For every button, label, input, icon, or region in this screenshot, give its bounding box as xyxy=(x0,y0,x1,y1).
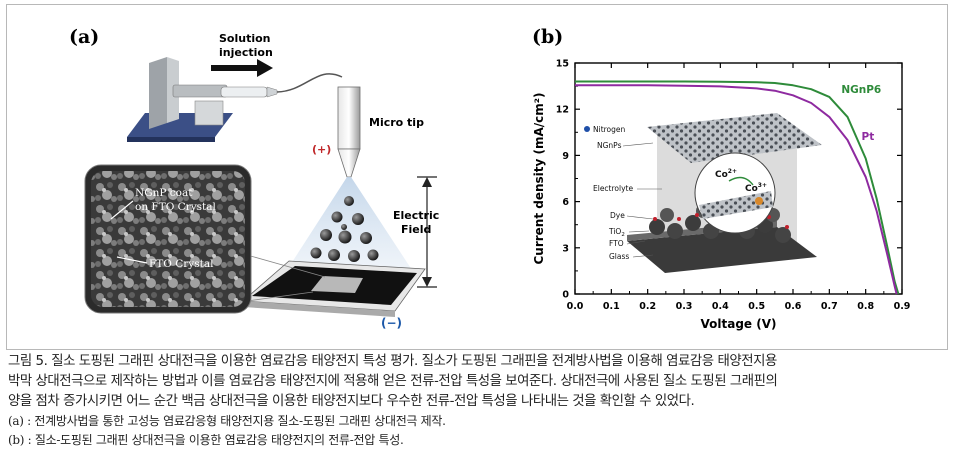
y-tick-label: 12 xyxy=(556,105,569,116)
inset-electrolyte-label: Electrolyte xyxy=(593,184,633,193)
solution-injection-label-2: injection xyxy=(219,46,273,59)
x-tick-label: 0.6 xyxy=(785,301,802,312)
inset-co2-label: Co2+ xyxy=(715,168,737,180)
substrate xyxy=(242,260,426,317)
series-label-ngnp6: NGnP6 xyxy=(841,84,881,96)
inset-glass-line xyxy=(632,254,654,258)
injection-arrow-head xyxy=(257,59,273,77)
series-label-pt: Pt xyxy=(862,131,875,143)
inset-fto-label: FTO xyxy=(609,239,624,248)
caption-line-1: 그림 5. 질소 도핑된 그래핀 상대전극을 이용한 염료감응 태양전지 특성 … xyxy=(8,354,777,369)
y-tick-label: 9 xyxy=(562,151,569,162)
electric-field-arrow-bottom xyxy=(422,277,432,287)
figure-caption: 그림 5. 질소 도핑된 그래핀 상대전극을 이용한 염료감응 태양전지 특성 … xyxy=(8,352,950,450)
y-tick-label: 15 xyxy=(556,59,569,70)
panel-b-iv-chart: (b) Nitrogen xyxy=(532,26,910,332)
electric-field-arrow-top xyxy=(422,177,432,187)
inset-ngnps-line xyxy=(622,142,654,147)
inset-fto-line xyxy=(626,240,646,245)
y-tick-label: 0 xyxy=(562,290,569,301)
series-line-pt xyxy=(575,84,898,295)
x-tick-label: 0.4 xyxy=(712,301,729,312)
electric-field-label: Electric xyxy=(393,209,439,222)
inset-tio2-label: TiO2 xyxy=(608,227,625,238)
y-tick-label: 3 xyxy=(562,243,569,254)
x-axis-label: Voltage (V) xyxy=(701,317,777,331)
injection-arrow-shaft xyxy=(211,65,257,71)
caption-line-2: 박막 상대전극으로 제작하는 방법과 이를 염료감응 태양전지에 적용해 얻은 … xyxy=(8,374,778,389)
caption-sub-a: (a) : 전계방사법을 통한 고성능 염료감응형 태양전지용 질소-도핑된 그… xyxy=(8,414,446,428)
electric-field-label-2: Field xyxy=(401,223,431,236)
positive-electrode-label: (+) xyxy=(312,143,331,156)
chart-layer: 0.0 0.1 0.2 0.3 0.4 0.5 0.6 0.7 0.8 0.9 0 3 6 9 12 15Vo… xyxy=(532,59,910,332)
x-tick-label: 0.3 xyxy=(676,301,693,312)
inset-connector-2 xyxy=(246,291,314,302)
inset-connector-1 xyxy=(246,254,326,278)
x-tick-label: 0.8 xyxy=(857,301,874,312)
inset-dye-label: Dye xyxy=(610,211,625,220)
negative-electrode-label: (−) xyxy=(381,316,402,330)
panel-b-label: (b) xyxy=(532,26,563,48)
inset-nitrogen-label: Nitrogen xyxy=(593,125,626,134)
syringe-pump xyxy=(127,57,278,142)
inset-ngnps-label: NGnPs xyxy=(597,141,622,150)
y-axis-label: Current density (mA/cm²) xyxy=(532,92,546,264)
x-tick-label: 0.1 xyxy=(603,301,620,312)
droplets xyxy=(310,196,379,262)
feed-tube xyxy=(276,73,343,93)
ngnp-coat-label-2: on FTO Crystal xyxy=(135,201,217,213)
caption-sub-b: (b) : 질소-도핑된 그래핀 상대전극을 이용한 염료감응 태양전지의 전류… xyxy=(8,433,404,447)
micro-tip xyxy=(337,86,361,178)
panel-a-label: (a) xyxy=(69,26,99,48)
nitrogen-legend-dot xyxy=(584,126,590,132)
inset-tio2-line xyxy=(628,230,650,233)
ngnp-coat-pointer xyxy=(110,200,134,220)
fto-crystal-pointer xyxy=(116,256,148,264)
ngnp-coat-label: NGnP coat xyxy=(135,187,193,199)
series-line-ngnp6 xyxy=(575,80,900,295)
x-tick-label: 0.9 xyxy=(894,301,911,312)
caption-line-3: 양을 점차 증가시키면 어느 순간 백금 상대전극을 이용한 태양전지보다 우수… xyxy=(8,394,695,409)
inset-dye-line xyxy=(626,215,654,220)
figure-frame: (a) Solution injection Micro tip (+) xyxy=(6,4,948,350)
spray-cone xyxy=(287,177,412,270)
inset-co3-label: Co3+ xyxy=(745,182,767,194)
micro-tip-label: Micro tip xyxy=(369,116,424,129)
x-tick-label: 0.0 xyxy=(567,301,584,312)
panel-a-electrospray-schematic: (a) Solution injection Micro tip (+) xyxy=(69,26,439,330)
device-inset xyxy=(584,113,822,273)
sem-image xyxy=(84,164,252,314)
x-tick-label: 0.2 xyxy=(639,301,656,312)
y-tick-label: 6 xyxy=(562,197,569,208)
x-tick-label: 0.5 xyxy=(748,301,765,312)
x-tick-label: 0.7 xyxy=(821,301,838,312)
solution-injection-label: Solution xyxy=(219,32,271,45)
fto-crystal-label: FTO Crystal xyxy=(149,258,214,270)
inset-glass-label: Glass xyxy=(609,252,629,261)
